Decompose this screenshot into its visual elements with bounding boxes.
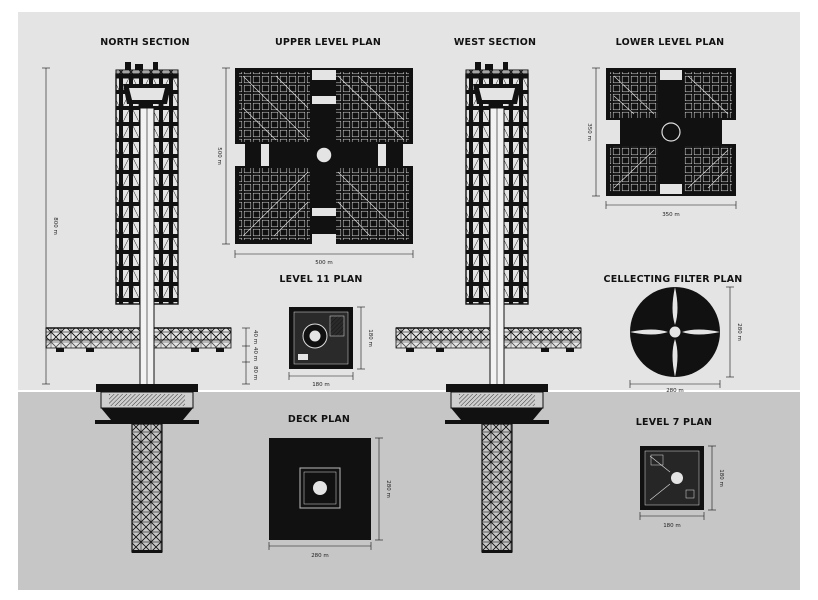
filter-width-label: 280 m: [666, 388, 684, 394]
north-height-label: 800 m: [52, 217, 58, 235]
level-11-height-dimension: 180 m: [357, 306, 373, 370]
north-section-title: NORTH SECTION: [100, 37, 190, 48]
deck-plan-title: DECK PLAN: [288, 414, 350, 425]
upper-height-dimension: 500 m: [216, 67, 230, 245]
level-11-plan-title: LEVEL 11 PLAN: [279, 274, 362, 285]
deck-width-dimension: 280 m: [268, 542, 372, 559]
lower-height-label: 350 m: [586, 123, 592, 141]
north-height-dimension: 800 m: [42, 67, 58, 385]
lower-width-label: 350 m: [662, 212, 680, 218]
north-dim-40a: 40 m: [252, 330, 258, 344]
upper-level-plan-drawing: [235, 68, 413, 244]
north-dim-40b: 40 m: [252, 347, 258, 361]
level-11-width-label: 180 m: [312, 382, 330, 388]
upper-level-plan-title: UPPER LEVEL PLAN: [275, 37, 381, 48]
level-7-plan-drawing: [640, 446, 704, 510]
level-7-width-label: 180 m: [663, 523, 681, 529]
level-7-height-label: 180 m: [718, 469, 724, 487]
collecting-filter-plan-title: CELLECTING FILTER PLAN: [604, 274, 743, 285]
deck-plan-drawing: [269, 438, 371, 540]
upper-width-dimension: 500 m: [234, 250, 414, 266]
lower-level-plan-drawing: [606, 68, 736, 196]
upper-width-label: 500 m: [315, 260, 333, 266]
collecting-filter-plan-drawing: [630, 287, 720, 377]
level-7-height-dimension: 180 m: [708, 445, 724, 511]
deck-height-label: 280 m: [385, 480, 391, 498]
deck-height-dimension: 280 m: [375, 437, 391, 541]
lower-level-plan-title: LOWER LEVEL PLAN: [616, 37, 725, 48]
deck-width-label: 280 m: [311, 553, 329, 559]
filter-height-label: 280 m: [736, 323, 742, 341]
filter-width-dimension: 280 m: [629, 380, 721, 394]
north-dim-80: 80 m: [252, 366, 258, 380]
level-11-plan-drawing: [289, 307, 353, 369]
drawing-board: NORTH SECTION 800 m 40 m 40 m 80 m UPPER…: [18, 12, 800, 590]
level-11-height-label: 180 m: [367, 329, 373, 347]
north-side-dimensions: 40 m 40 m 80 m: [242, 327, 258, 385]
lower-width-dimension: 350 m: [605, 201, 737, 218]
level-7-width-dimension: 180 m: [639, 512, 705, 529]
upper-height-label: 500 m: [216, 147, 222, 165]
lower-height-dimension: 350 m: [586, 67, 600, 197]
level-7-plan-title: LEVEL 7 PLAN: [636, 417, 712, 428]
west-section-title: WEST SECTION: [454, 37, 536, 48]
level-11-width-dimension: 180 m: [288, 372, 354, 388]
filter-height-dimension: 280 m: [726, 286, 742, 378]
